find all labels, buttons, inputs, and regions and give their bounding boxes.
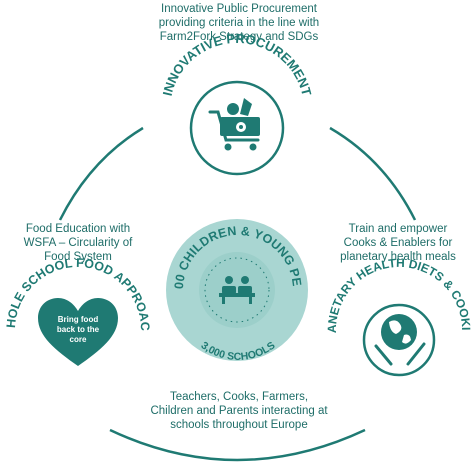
heart-text-line-2: back to the <box>57 325 100 334</box>
caption-right: Train and empower Cooks & Enablers for p… <box>340 223 456 263</box>
node-left-title: WHOLE SCHOOL FOOD APPROACH <box>0 0 152 331</box>
heart-text-line-1: Bring food <box>58 315 99 324</box>
ring-arc-top-left <box>58 126 144 221</box>
children-at-desk-icon <box>219 276 255 304</box>
ring-arc-bottom <box>109 428 366 462</box>
globe-fork-knife-icon <box>374 314 426 366</box>
cycle-ring <box>58 126 417 462</box>
node-innovative-procurement: INNOVATIVE PROCUREMENT <box>160 31 314 176</box>
heart-icon <box>38 298 118 366</box>
caption-left: Food Education with WSFA – Circularity o… <box>23 223 133 263</box>
node-whole-school-food-approach: WHOLE SCHOOL FOOD APPROACH Bring food ba… <box>0 0 152 366</box>
ring-arc-top-right <box>329 126 417 221</box>
shopping-cart-with-food-icon <box>208 98 260 151</box>
caption-top: Innovative Public Procurement providing … <box>158 3 320 43</box>
caption-bottom: Teachers, Cooks, Farmers, Children and P… <box>150 391 328 431</box>
heart-text-line-3: core <box>70 335 87 344</box>
